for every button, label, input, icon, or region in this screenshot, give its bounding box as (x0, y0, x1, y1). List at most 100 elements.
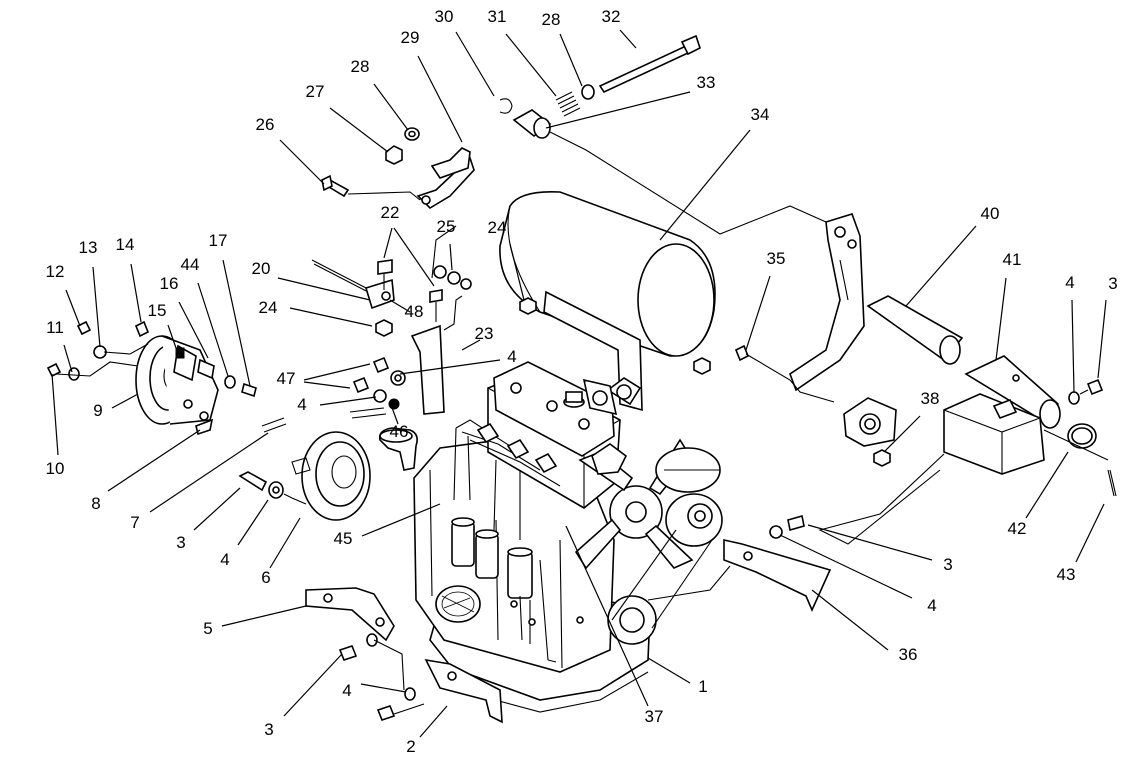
leader-line-28b (559, 33, 583, 87)
callout-label-4e: 4 (297, 395, 306, 414)
leader-line-48 (389, 299, 411, 313)
leader-line-38 (883, 415, 921, 453)
leader-line-15 (167, 324, 177, 349)
callout-label-13: 13 (79, 238, 98, 257)
callout-label-44: 44 (181, 255, 200, 274)
leader-line-3d (1097, 299, 1107, 379)
leader-line-10 (51, 373, 59, 456)
callout-label-4a: 4 (220, 550, 229, 569)
leader-line-22 (383, 227, 393, 259)
callout-label-3c: 3 (943, 555, 952, 574)
leader-line-3b (283, 653, 343, 717)
leader-line-31 (505, 33, 557, 97)
callout-label-16: 16 (160, 274, 179, 293)
callout-label-4d: 4 (1065, 273, 1074, 292)
leader-line-12 (65, 289, 81, 327)
callout-label-24b: 24 (488, 218, 507, 237)
callout-label-29: 29 (401, 28, 420, 47)
callout-label-27: 27 (306, 82, 325, 101)
callout-label-8: 8 (91, 494, 100, 513)
leader-line-43 (1075, 503, 1105, 563)
callout-label-31: 31 (488, 7, 507, 26)
leader-line-4e (319, 396, 377, 406)
callout-label-3b: 3 (264, 720, 273, 739)
callout-label-47: 47 (277, 369, 296, 388)
leader-line-20 (277, 277, 371, 301)
callout-label-24a: 24 (259, 298, 278, 317)
leader-line-1 (647, 657, 691, 684)
leader-line-27 (329, 107, 389, 153)
leader-line-45 (361, 503, 441, 537)
callout-label-20: 20 (252, 259, 271, 278)
upper-bracket-assembly (321, 34, 827, 235)
callout-label-37: 37 (645, 707, 664, 726)
callout-label-26: 26 (256, 115, 275, 134)
lower-brackets (305, 514, 832, 724)
callout-label-15: 15 (148, 301, 167, 320)
callout-label-22: 22 (381, 203, 400, 222)
callout-label-38: 38 (921, 389, 940, 408)
callout-label-17: 17 (209, 231, 228, 250)
leader-line-47b (303, 381, 351, 389)
callout-label-48: 48 (405, 302, 424, 321)
leader-line-8 (107, 429, 201, 492)
callout-label-1: 1 (698, 677, 707, 696)
leader-line-7 (149, 432, 269, 513)
leader-line-37 (565, 525, 649, 707)
leader-line-4c (779, 534, 913, 599)
callout-label-11: 11 (46, 318, 64, 337)
callout-label-40: 40 (981, 204, 1000, 223)
throttle-linkage (311, 225, 472, 419)
leader-line-36 (811, 589, 889, 651)
callout-label-45: 45 (334, 529, 353, 548)
leader-line-32 (619, 29, 637, 49)
callout-label-28a: 28 (351, 57, 370, 76)
leader-line-25 (449, 243, 453, 271)
callout-label-10: 10 (46, 459, 65, 478)
callout-label-36: 36 (899, 645, 918, 664)
right-mount-assembly (734, 213, 1117, 545)
callout-label-5: 5 (203, 619, 212, 638)
callout-label-42: 42 (1008, 519, 1027, 538)
leader-line-2 (419, 705, 448, 738)
clutch-assembly (46, 320, 371, 521)
callout-label-32: 32 (602, 7, 621, 26)
callout-label-46: 46 (390, 422, 409, 441)
leader-line-11 (63, 344, 73, 373)
callout-label-12: 12 (46, 262, 65, 281)
leader-line-29 (417, 55, 463, 143)
muffler (499, 190, 716, 416)
callout-label-4b: 4 (342, 681, 351, 700)
callout-label-14: 14 (116, 235, 135, 254)
leader-line-46 (389, 401, 399, 425)
leader-line-4d (1071, 299, 1075, 393)
leader-line-13 (92, 266, 101, 348)
leader-line-6 (269, 517, 301, 569)
leader-lines (51, 29, 1107, 738)
callout-label-3a: 3 (176, 533, 185, 552)
callout-label-34: 34 (751, 105, 770, 124)
leader-line-41 (995, 277, 1007, 361)
leader-line-24b (509, 243, 525, 301)
leader-line-17 (222, 259, 251, 387)
callout-label-9: 9 (93, 401, 102, 420)
engine-assembly (378, 361, 723, 713)
callout-label-2: 2 (406, 737, 415, 756)
callout-label-28b: 28 (542, 10, 561, 29)
callout-label-6: 6 (261, 568, 270, 587)
leader-line-9 (111, 393, 139, 409)
leader-line-14 (130, 263, 142, 323)
leader-line-3c (807, 524, 933, 561)
leader-line-5 (221, 605, 307, 627)
callout-label-7: 7 (130, 513, 139, 532)
leader-line-44 (197, 282, 229, 377)
callout-label-35: 35 (767, 249, 786, 268)
callout-label-30: 30 (435, 7, 454, 26)
leader-line-16 (178, 301, 209, 359)
leader-line-22b (393, 227, 435, 287)
leader-line-35 (745, 275, 771, 351)
leader-line-24a (289, 307, 373, 327)
callout-label-41: 41 (1003, 250, 1022, 269)
